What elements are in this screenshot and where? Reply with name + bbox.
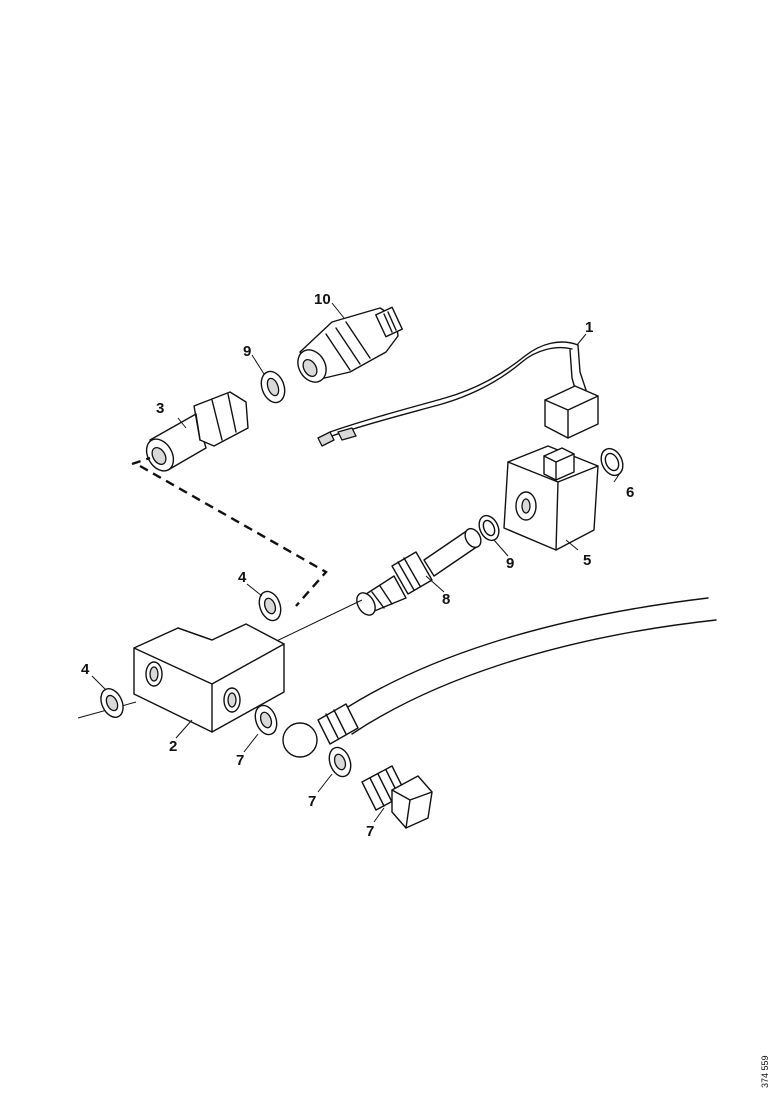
part-10-pressure-switch: [297, 306, 403, 383]
callout-9-lower: 9: [506, 555, 514, 572]
callout-3: 3: [156, 400, 164, 417]
callout-7-block: 7: [236, 752, 244, 769]
callout-5: 5: [583, 552, 591, 569]
part-4-washer-left: [77, 688, 137, 719]
part-5-solenoid-coil: [503, 445, 599, 551]
part-2-valve-block: [133, 623, 285, 733]
part-7-washer-block: [254, 704, 278, 736]
callout-1: 1: [585, 319, 593, 336]
part-1-wire-harness: [317, 341, 599, 447]
hose-assembly: [282, 597, 717, 758]
part-7-banjo-bolt: [361, 765, 433, 829]
part-3-adapter-fitting: [145, 391, 249, 472]
callout-4-upper: 4: [238, 569, 247, 586]
part-7-washer-lower: [328, 746, 352, 778]
part-9-washer-upper: [260, 370, 286, 404]
callout-10: 10: [314, 291, 331, 308]
part-4-washer-upper: [258, 590, 282, 622]
callout-leaders: [91, 302, 623, 823]
callout-7-washer: 7: [308, 793, 316, 810]
callout-4-left: 4: [81, 661, 90, 678]
assembly-line-part-8: [261, 599, 363, 649]
drawing-id: 374 559: [760, 1055, 770, 1088]
dashed-assembly-line: [131, 456, 328, 607]
callout-7-bolt: 7: [366, 823, 374, 840]
callout-6: 6: [626, 484, 634, 501]
part-6-o-ring: [600, 447, 624, 477]
callout-2: 2: [169, 738, 177, 755]
part-8-valve-cartridge: [356, 527, 482, 616]
callout-9-upper: 9: [243, 343, 251, 360]
callout-8: 8: [442, 591, 450, 608]
part-9-o-ring-lower: [478, 514, 500, 542]
